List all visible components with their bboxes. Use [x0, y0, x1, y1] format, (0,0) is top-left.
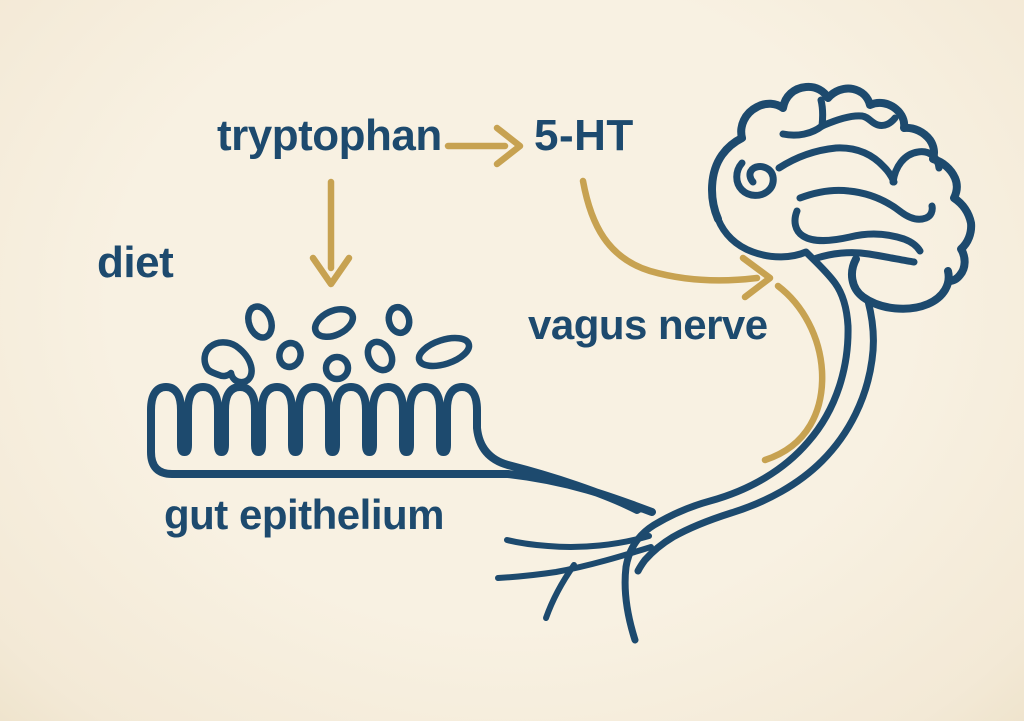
arrowhead-icon: [493, 124, 524, 168]
nerve-trunk-2: [634, 297, 877, 575]
brain-gyrus: [810, 249, 918, 266]
bacterium: [364, 338, 396, 374]
brain-gyrus: [889, 148, 943, 186]
arrowhead-icon: [739, 254, 774, 301]
bacterium: [276, 339, 304, 371]
brain-gyrus: [733, 159, 777, 199]
tryptophan-to-serotonin-arrow: [444, 124, 524, 168]
nerve-branch: [504, 533, 652, 550]
brain-gyrus: [818, 112, 899, 130]
label-diet: diet: [97, 238, 174, 287]
nerve-branch: [543, 562, 577, 621]
nerve-branch: [495, 544, 654, 581]
brain-gyrus: [791, 207, 924, 255]
brain-gyrus: [796, 186, 936, 223]
brain-gyrus: [779, 96, 827, 139]
label-tryptophan: tryptophan: [217, 111, 442, 160]
vagus-nerve-icon: [495, 215, 877, 644]
bacterium: [311, 305, 357, 341]
bacterium: [245, 303, 275, 341]
bacterium: [385, 303, 413, 337]
brain-icon: [708, 82, 976, 313]
label-vagus-nerve: vagus nerve: [528, 301, 768, 348]
brain-gyrus: [775, 144, 898, 186]
cerebellum: [847, 255, 953, 313]
bacterium: [322, 353, 352, 383]
vagus-route-curve: [761, 282, 826, 464]
arrowhead-icon: [309, 254, 353, 288]
label-serotonin: 5-HT: [534, 111, 634, 160]
bacteria-icon: [201, 303, 473, 386]
label-gut-epithelium: gut epithelium: [164, 491, 445, 538]
bacterium: [415, 334, 473, 370]
tryptophan-to-gut-arrow: [309, 178, 353, 288]
brain-outline: [708, 82, 976, 285]
gut-epithelium-icon: [147, 383, 656, 516]
serotonin-to-brain-arrow: [579, 177, 826, 464]
bacterium-bean: [201, 339, 255, 386]
